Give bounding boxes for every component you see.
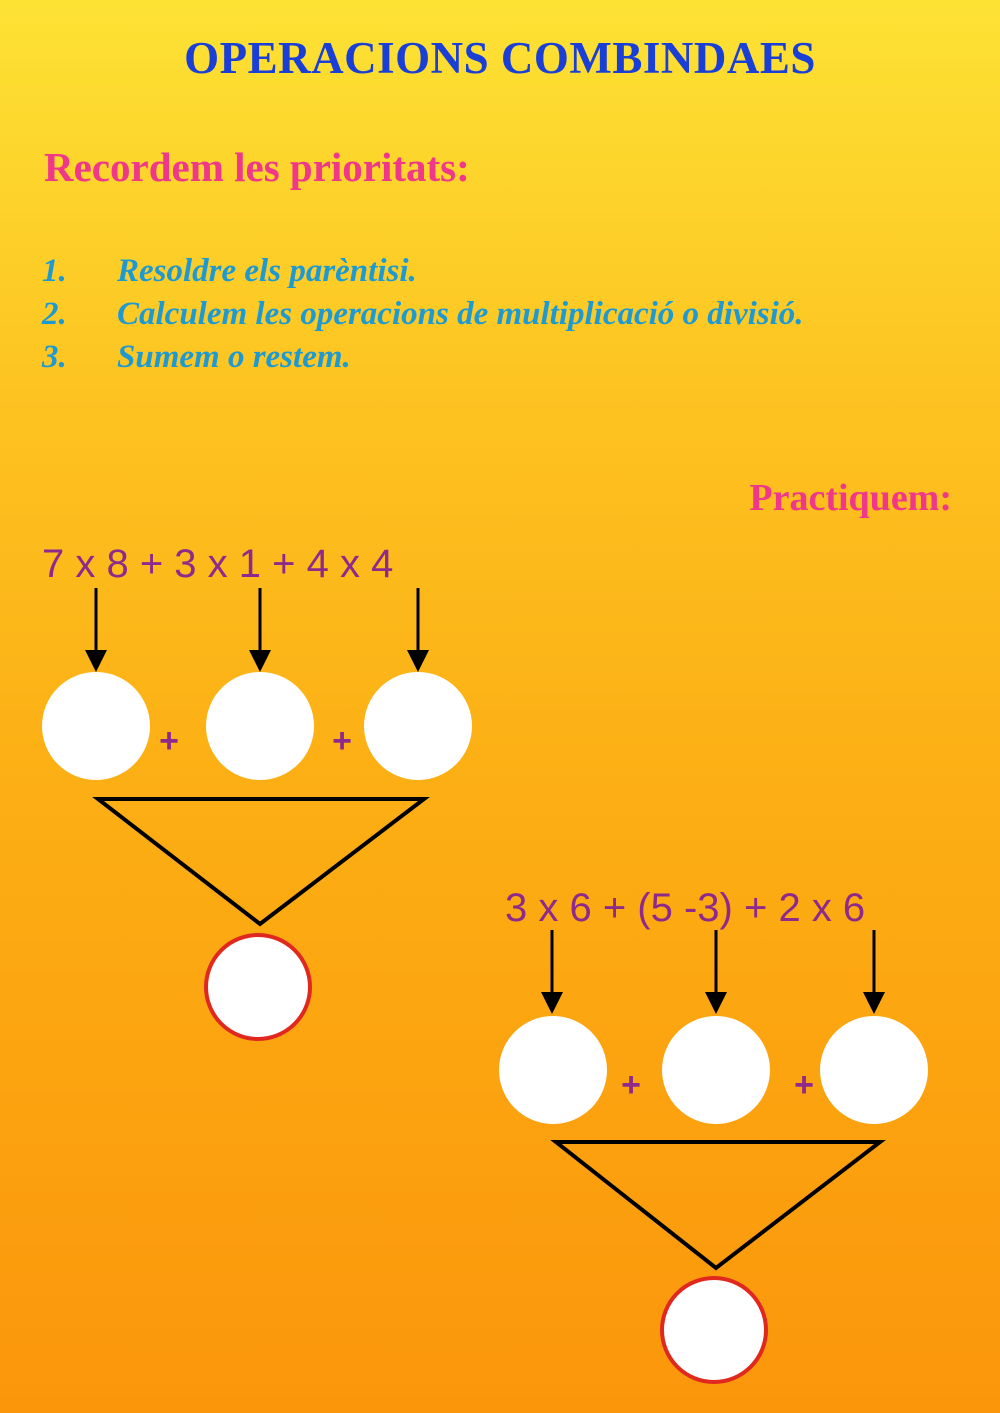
result-circle[interactable] <box>660 1276 768 1384</box>
answer-circle[interactable] <box>820 1016 928 1124</box>
exercise-2-diagram: + + <box>499 930 928 1384</box>
list-item: 2. Calculem les operacions de multiplica… <box>42 293 962 336</box>
priority-rules-list: 1. Resoldre els parèntisi. 2. Calculem l… <box>42 250 962 379</box>
rule-number: 1. <box>42 253 67 289</box>
answer-circle[interactable] <box>206 672 314 780</box>
arrowhead-icon <box>407 650 429 672</box>
result-circle[interactable] <box>204 933 312 1041</box>
answer-circle[interactable] <box>662 1016 770 1124</box>
rule-number: 3. <box>42 339 67 375</box>
plus-sign: + <box>332 722 352 760</box>
rule-number: 2. <box>42 296 67 332</box>
section-heading-priorities: Recordem les prioritats: <box>44 144 470 190</box>
answer-circle[interactable] <box>364 672 472 780</box>
exercise-1-expression: 7 x 8 + 3 x 1 + 4 x 4 <box>42 542 394 586</box>
plus-sign: + <box>159 722 179 760</box>
exercise-1-diagram: + + <box>42 588 472 1041</box>
funnel-triangle <box>92 797 430 927</box>
page-title: OPERACIONS COMBINDAES <box>184 33 816 83</box>
exercise-2-expression: 3 x 6 + (5 -3) + 2 x 6 <box>505 886 866 930</box>
rule-text: Calculem les operacions de multiplicació… <box>117 296 804 332</box>
list-item: 3. Sumem o restem. <box>42 336 962 379</box>
plus-sign: + <box>794 1066 814 1104</box>
arrowhead-icon <box>541 992 563 1014</box>
rule-text: Resoldre els parèntisi. <box>117 253 417 289</box>
answer-circle[interactable] <box>499 1016 607 1124</box>
list-item: 1. Resoldre els parèntisi. <box>42 250 962 293</box>
arrowhead-icon <box>705 992 727 1014</box>
section-heading-practice: Practiquem: <box>749 477 952 519</box>
arrowhead-icon <box>863 992 885 1014</box>
funnel-triangle <box>550 1140 886 1271</box>
plus-sign: + <box>621 1066 641 1104</box>
rule-text: Sumem o restem. <box>117 339 351 375</box>
arrowhead-icon <box>85 650 107 672</box>
answer-circle[interactable] <box>42 672 150 780</box>
arrowhead-icon <box>249 650 271 672</box>
